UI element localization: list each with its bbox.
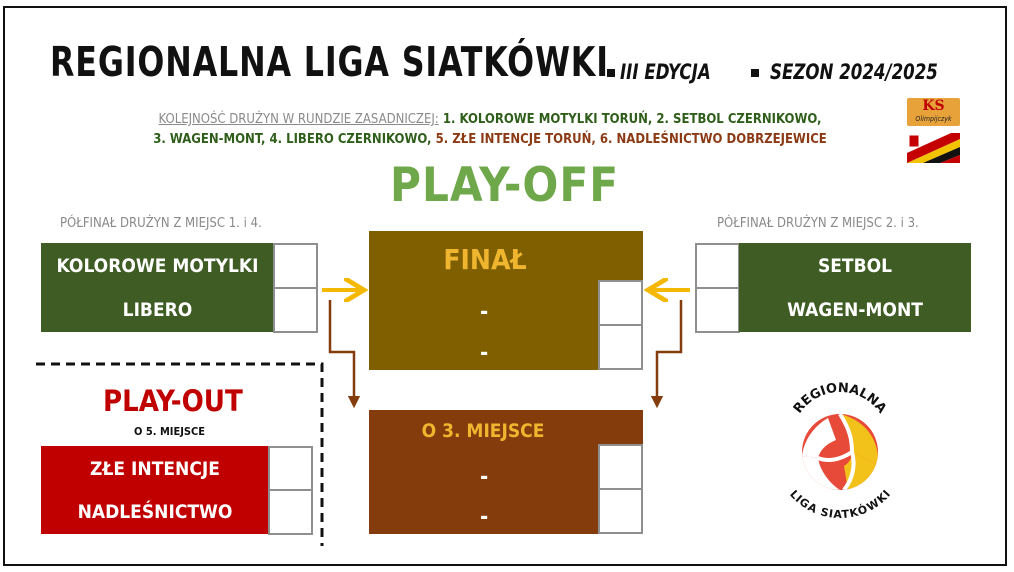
page-title: REGIONALNA LIGA SIATKÓWKI [50, 38, 609, 86]
third-place-team-1: - [480, 465, 489, 490]
order-part-2: 3. WAGEN-MONT, 4. LIBERO CZERNIKOWO, [153, 132, 432, 147]
playout-score-2 [268, 489, 313, 535]
order-label: KOLEJNOŚĆ DRUŻYN W RUNDZIE ZASADNICZEJ: [158, 112, 439, 127]
playoff-title: PLAY-OFF [390, 158, 620, 213]
semifinal-right-team-1: SETBOL [739, 243, 971, 288]
third-place-team-2: - [480, 505, 489, 530]
title-separator [607, 69, 615, 77]
edition-label: III EDYCJA [620, 60, 711, 84]
third-place-score-1 [598, 444, 643, 490]
loser-arrow-left [328, 300, 361, 409]
order-part-3: 5. ZŁE INTENCJE TORUŃ, 6. NADLEŚNICTWO D… [435, 132, 827, 147]
league-logo: REGIONALNA LIGA SIATKÓWKI [770, 370, 910, 530]
loser-arrow-right [650, 300, 683, 409]
semifinal-left-team-1: KOLOROWE MOTYLKI [41, 243, 274, 288]
semifinal-left-score-2 [273, 287, 318, 333]
playout-team-1: ZŁE INTENCJE [41, 446, 269, 491]
order-part-1: 1. KOLOROWE MOTYLKI TORUŃ, 2. SETBOL CZE… [442, 112, 822, 127]
playout-score-1 [268, 446, 313, 492]
semifinal-left-team-2: LIBERO [41, 288, 274, 332]
playout-dashed-border [36, 362, 324, 546]
final-team-2: - [480, 341, 489, 366]
logo-top-text: REGIONALNA [791, 381, 889, 417]
playout-title: PLAY-OUT [103, 384, 243, 418]
region-flag-logo [907, 133, 960, 163]
final-title: FINAŁ [443, 243, 527, 276]
final-team-1: - [480, 300, 489, 325]
playout-subtitle: O 5. MIEJSCE [134, 425, 206, 438]
semifinal-left-label: PÓŁFINAŁ DRUŻYN Z MIEJSC 1. i 4. [60, 216, 262, 231]
third-place-title: O 3. MIEJSCE [421, 420, 545, 442]
third-place-score-2 [598, 488, 643, 534]
semifinal-right-label: PÓŁFINAŁ DRUŻYN Z MIEJSC 2. i 3. [717, 216, 919, 231]
logo-bottom-text: LIGA SIATKÓWKI [787, 488, 893, 521]
olimpijczyk-logo-text: Olimpijczyk [915, 115, 952, 123]
playout-team-2: NADLEŚNICTWO [41, 490, 269, 534]
final-score-2 [598, 324, 643, 370]
semifinal-right-team-2: WAGEN-MONT [739, 288, 971, 332]
ks-logo-text: KS [922, 98, 945, 114]
regular-season-order: KOLEJNOŚĆ DRUŻYN W RUNDZIE ZASADNICZEJ: … [100, 110, 880, 150]
season-label: SEZON 2024/2025 [770, 60, 938, 84]
final-box [369, 231, 643, 370]
ks-olimpijczyk-logo: KS Olimpijczyk [907, 98, 960, 126]
semifinal-right-score-2 [695, 287, 740, 333]
third-place-box [369, 410, 643, 534]
season-separator [751, 69, 759, 77]
poster-frame [3, 6, 1007, 566]
